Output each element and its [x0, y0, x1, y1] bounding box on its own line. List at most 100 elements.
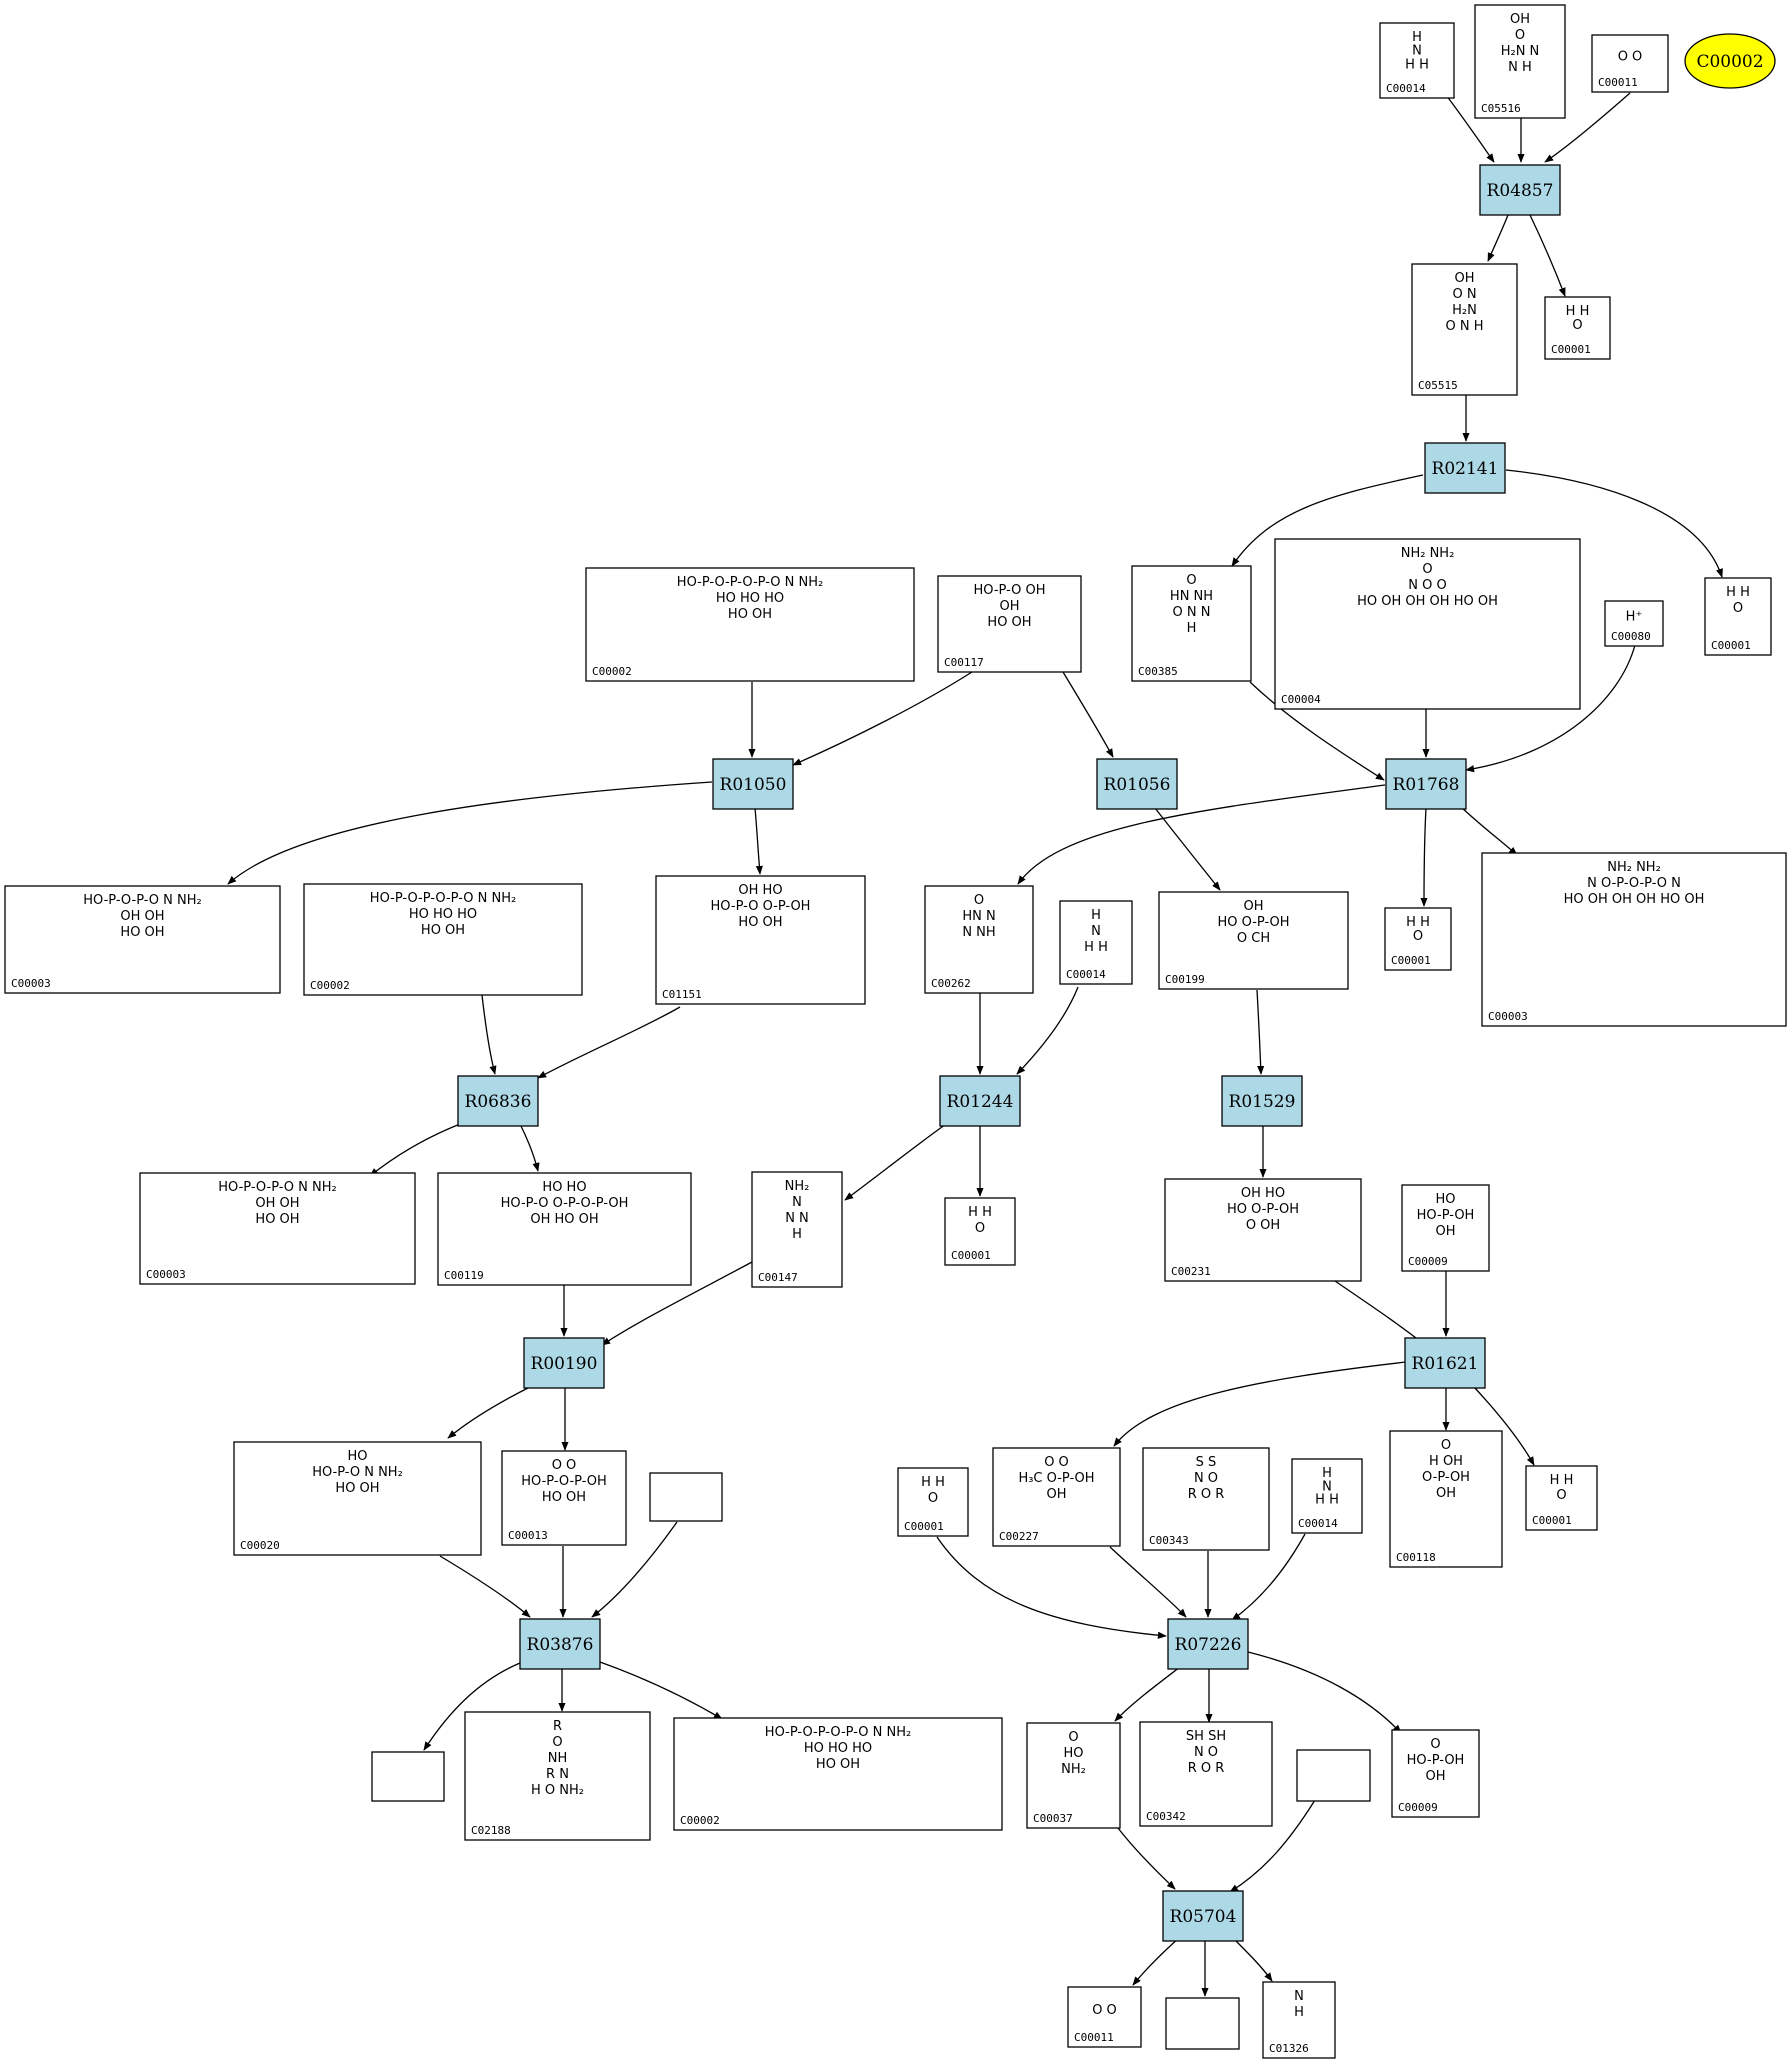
empty-compound-box [1165, 1997, 1240, 2050]
compound-id-label: C00001 [904, 1520, 944, 1533]
compound-id-label: C00118 [1396, 1551, 1436, 1564]
compound-box [303, 883, 583, 996]
compound-box [1139, 1721, 1273, 1827]
compound-box [1525, 1465, 1598, 1531]
structure-label: N [792, 1195, 802, 1210]
reaction-label: R05704 [1170, 1907, 1237, 1927]
structure-label: H H [968, 1205, 992, 1220]
reaction-node[interactable]: R05704 [1162, 1890, 1244, 1942]
reaction-label: R02141 [1432, 459, 1499, 479]
structure-label: HO-P-O O-P-OH [711, 899, 811, 914]
structure-label: H O NH₂ [531, 1783, 584, 1798]
structure-label: O CH [1237, 931, 1270, 946]
edge [1132, 1936, 1181, 1986]
reaction-node[interactable]: R01056 [1096, 758, 1178, 810]
edge [1487, 214, 1509, 262]
reaction-node[interactable]: R02141 [1424, 442, 1506, 494]
empty-compound-box [649, 1472, 723, 1522]
structure-label: HO-P-O-P-O-P-O N NH₂ [765, 1725, 911, 1740]
structure-label: O [1186, 573, 1196, 588]
structure-label: OH [1046, 1487, 1066, 1502]
structure-label: HO-P-O-P-O N NH₂ [83, 893, 202, 908]
compound-box [1704, 577, 1772, 656]
compound-node[interactable]: H⁺C00080 [1604, 600, 1664, 647]
reaction-node[interactable]: R03876 [519, 1618, 601, 1670]
reaction-node[interactable]: R07226 [1167, 1618, 1249, 1670]
structure-label: OH [1425, 1769, 1445, 1784]
structure-label: OH OH [255, 1196, 299, 1211]
structure-label: O [552, 1735, 562, 1750]
edge [599, 1661, 723, 1720]
reaction-node[interactable]: R01768 [1385, 758, 1467, 810]
reaction-node[interactable]: R01244 [939, 1075, 1021, 1127]
structure-label: R [553, 1719, 562, 1734]
reaction-node[interactable]: R00190 [523, 1337, 605, 1389]
edge [1544, 92, 1631, 163]
reaction-node[interactable]: R01621 [1404, 1337, 1486, 1389]
compound-box [1391, 1729, 1480, 1818]
structure-label: OH [1435, 1224, 1455, 1239]
compound-id-label: C00227 [999, 1530, 1039, 1543]
reaction-node[interactable]: R01529 [1221, 1075, 1303, 1127]
structure-label: HO-P-O-P-OH [521, 1474, 607, 1489]
compound-box [1591, 34, 1669, 93]
reaction-node[interactable]: R04857 [1479, 164, 1561, 216]
structure-label: N [1091, 924, 1101, 939]
compound-box [501, 1450, 627, 1546]
reaction-node[interactable]: R01050 [712, 758, 794, 810]
compound-box [1544, 296, 1611, 360]
structure-label: HO [1435, 1192, 1455, 1207]
edge [439, 1555, 531, 1618]
legend-label: C00002 [1696, 52, 1763, 72]
compound-box [1026, 1722, 1121, 1829]
edge [1256, 989, 1265, 1075]
compound-id-label: C05515 [1418, 379, 1458, 392]
structure-label: O [1733, 601, 1743, 616]
reaction-node[interactable]: R06836 [457, 1075, 539, 1127]
compound-box [585, 567, 915, 682]
compound-id-label: C01151 [662, 988, 702, 1001]
structure-label: HO-P-O N NH₂ [312, 1465, 403, 1480]
structure-label: H [1091, 908, 1101, 923]
structure-label: HO OH [120, 925, 164, 940]
